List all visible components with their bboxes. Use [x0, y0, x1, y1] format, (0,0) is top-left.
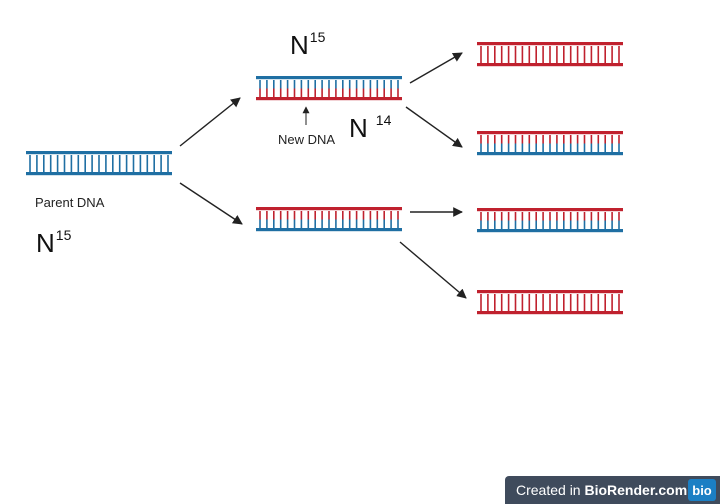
top-strand: [256, 76, 402, 80]
dna-parent-dna: [26, 151, 172, 176]
new-strand-isotope-symbol: N: [349, 113, 368, 143]
new-dna-label: New DNA: [278, 132, 336, 147]
bottom-strand: [477, 311, 623, 315]
gen1-top-isotope-mass: 15: [309, 29, 326, 45]
top-strand: [477, 208, 623, 212]
top-strand: [477, 131, 623, 135]
dna-gen2-3: [477, 208, 623, 233]
dna-gen2-4: [477, 290, 623, 315]
arrow-gen1-top-to-gen2-2: [405, 106, 463, 148]
gen1-top-isotope-symbol: N: [290, 30, 309, 60]
biorender-logo-icon: bio: [688, 479, 716, 501]
arrow-parent-to-gen1-bottom: [179, 182, 243, 225]
top-strand: [26, 151, 172, 155]
arrow-gen1-top-to-gen2-1: [409, 52, 463, 84]
top-strand: [477, 290, 623, 294]
dna-gen1-bottom: [256, 207, 402, 232]
bottom-strand: [256, 97, 402, 101]
parent-dna-label: Parent DNA: [35, 195, 105, 210]
watermark-text: Created in BioRender.com: [505, 482, 687, 498]
bottom-strand: [477, 152, 623, 156]
arrow-gen1-bottom-to-gen2-4: [399, 241, 467, 299]
parent-isotope-label: N15: [36, 227, 72, 259]
bottom-strand: [477, 63, 623, 67]
watermark-prefix: Created in: [516, 482, 585, 498]
bottom-strand: [26, 172, 172, 176]
bottom-strand: [477, 229, 623, 233]
parent-isotope-mass: 15: [55, 227, 72, 243]
dna-gen2-1: [477, 42, 623, 67]
top-strand: [477, 42, 623, 46]
watermark-brand: BioRender.com: [584, 482, 688, 498]
top-strand: [256, 207, 402, 211]
dna-gen2-2: [477, 131, 623, 156]
dna-gen1-top: [256, 76, 402, 101]
gen1-top-isotope-label: N15: [290, 29, 326, 61]
new-strand-isotope-label: N 14: [349, 112, 392, 144]
arrow-parent-to-gen1-top: [179, 97, 241, 147]
new-strand-isotope-mass: 14: [375, 112, 392, 128]
biorender-watermark[interactable]: Created in BioRender.com bio: [505, 476, 720, 504]
parent-isotope-symbol: N: [36, 228, 55, 258]
bottom-strand: [256, 228, 402, 232]
